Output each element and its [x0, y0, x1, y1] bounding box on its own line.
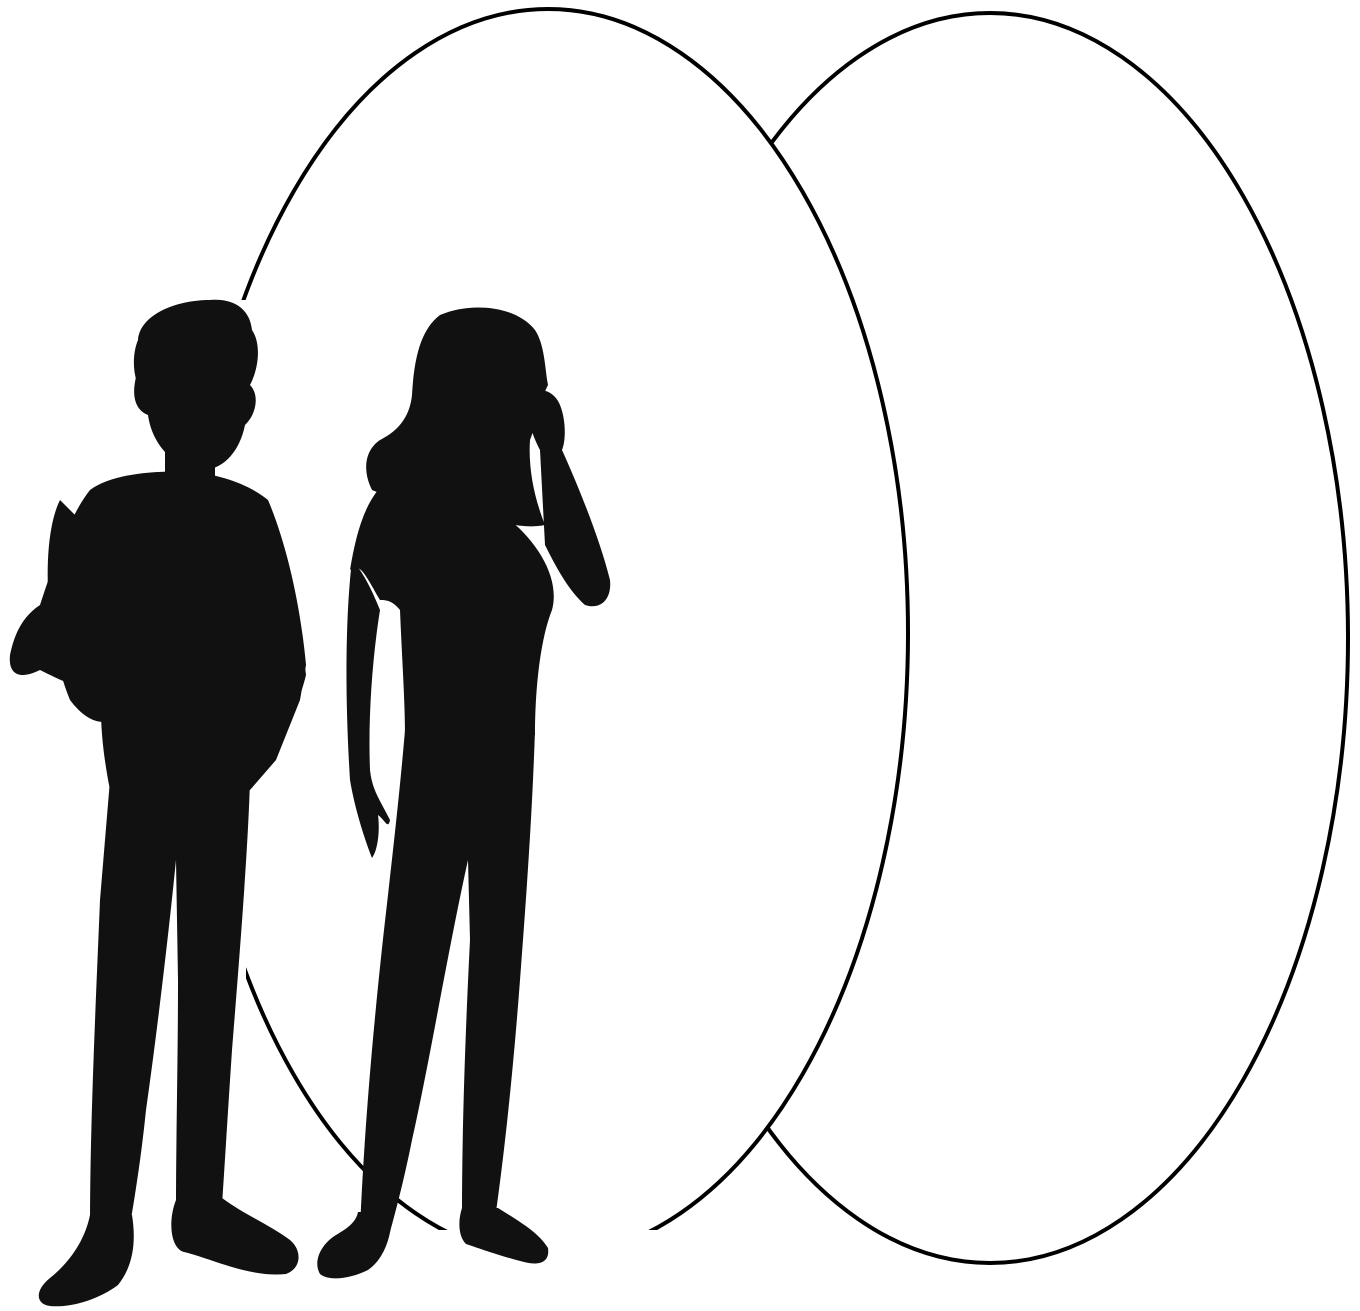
scene-canvas — [0, 0, 1360, 1311]
